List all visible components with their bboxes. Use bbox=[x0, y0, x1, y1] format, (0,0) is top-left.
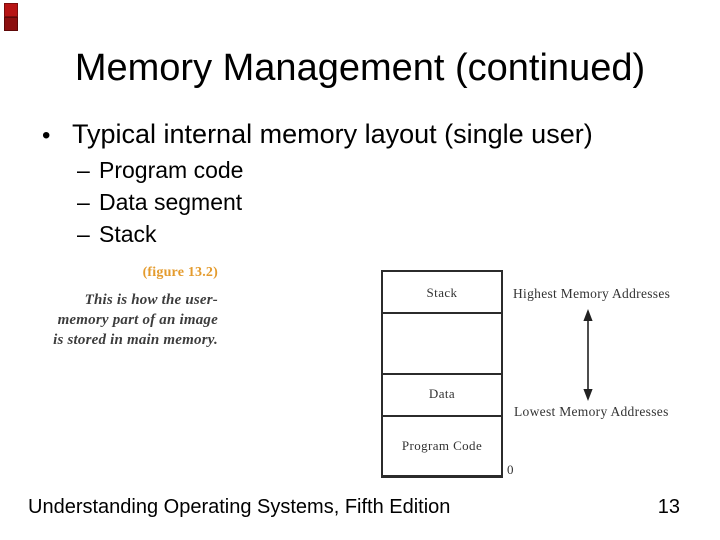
sub-bullet-stack: –Stack bbox=[77, 220, 157, 248]
segment-label-program-code: Program Code bbox=[401, 438, 483, 453]
dash-marker: – bbox=[77, 189, 90, 215]
segment-divider bbox=[383, 312, 501, 314]
slide-title: Memory Management (continued) bbox=[74, 47, 646, 89]
lowest-memory-addresses-label: Lowest Memory Addresses bbox=[514, 404, 669, 419]
caption-line: memory part of an image bbox=[57, 312, 218, 328]
sub-bullet-label: Data segment bbox=[99, 189, 243, 215]
sub-bullet-label: Stack bbox=[99, 221, 157, 247]
dash-marker: – bbox=[77, 157, 90, 183]
footer-book-title: Understanding Operating Systems, Fifth E… bbox=[28, 496, 451, 518]
highest-memory-addresses-label: Highest Memory Addresses bbox=[513, 286, 671, 301]
caption-line: is stored in main memory. bbox=[53, 332, 218, 348]
sub-bullet-program-code: –Program code bbox=[77, 156, 243, 184]
footer-page-number: 13 bbox=[657, 496, 680, 518]
bullet-text: Typical internal memory layout (single u… bbox=[72, 119, 593, 149]
vertical-double-arrow-icon bbox=[583, 309, 593, 401]
sub-bullet-data-segment: –Data segment bbox=[77, 188, 242, 216]
figure-number-label: (figure 13.2) bbox=[142, 265, 218, 280]
segment-divider bbox=[383, 373, 501, 375]
memory-layout-diagram: Stack Data Program Code bbox=[381, 270, 503, 478]
corner-marker-top bbox=[4, 3, 18, 17]
figure-caption: (figure 13.2) This is how the user- memo… bbox=[28, 265, 218, 350]
bullet-marker: • bbox=[42, 122, 51, 149]
origin-address-label: 0 bbox=[507, 462, 514, 477]
segment-divider bbox=[383, 415, 501, 417]
caption-line: This is how the user- bbox=[84, 292, 218, 308]
corner-marker-bottom bbox=[4, 17, 18, 31]
dash-marker: – bbox=[77, 221, 90, 247]
segment-label-stack: Stack bbox=[426, 285, 458, 300]
segment-label-data: Data bbox=[428, 386, 456, 401]
sub-bullet-label: Program code bbox=[99, 157, 244, 183]
